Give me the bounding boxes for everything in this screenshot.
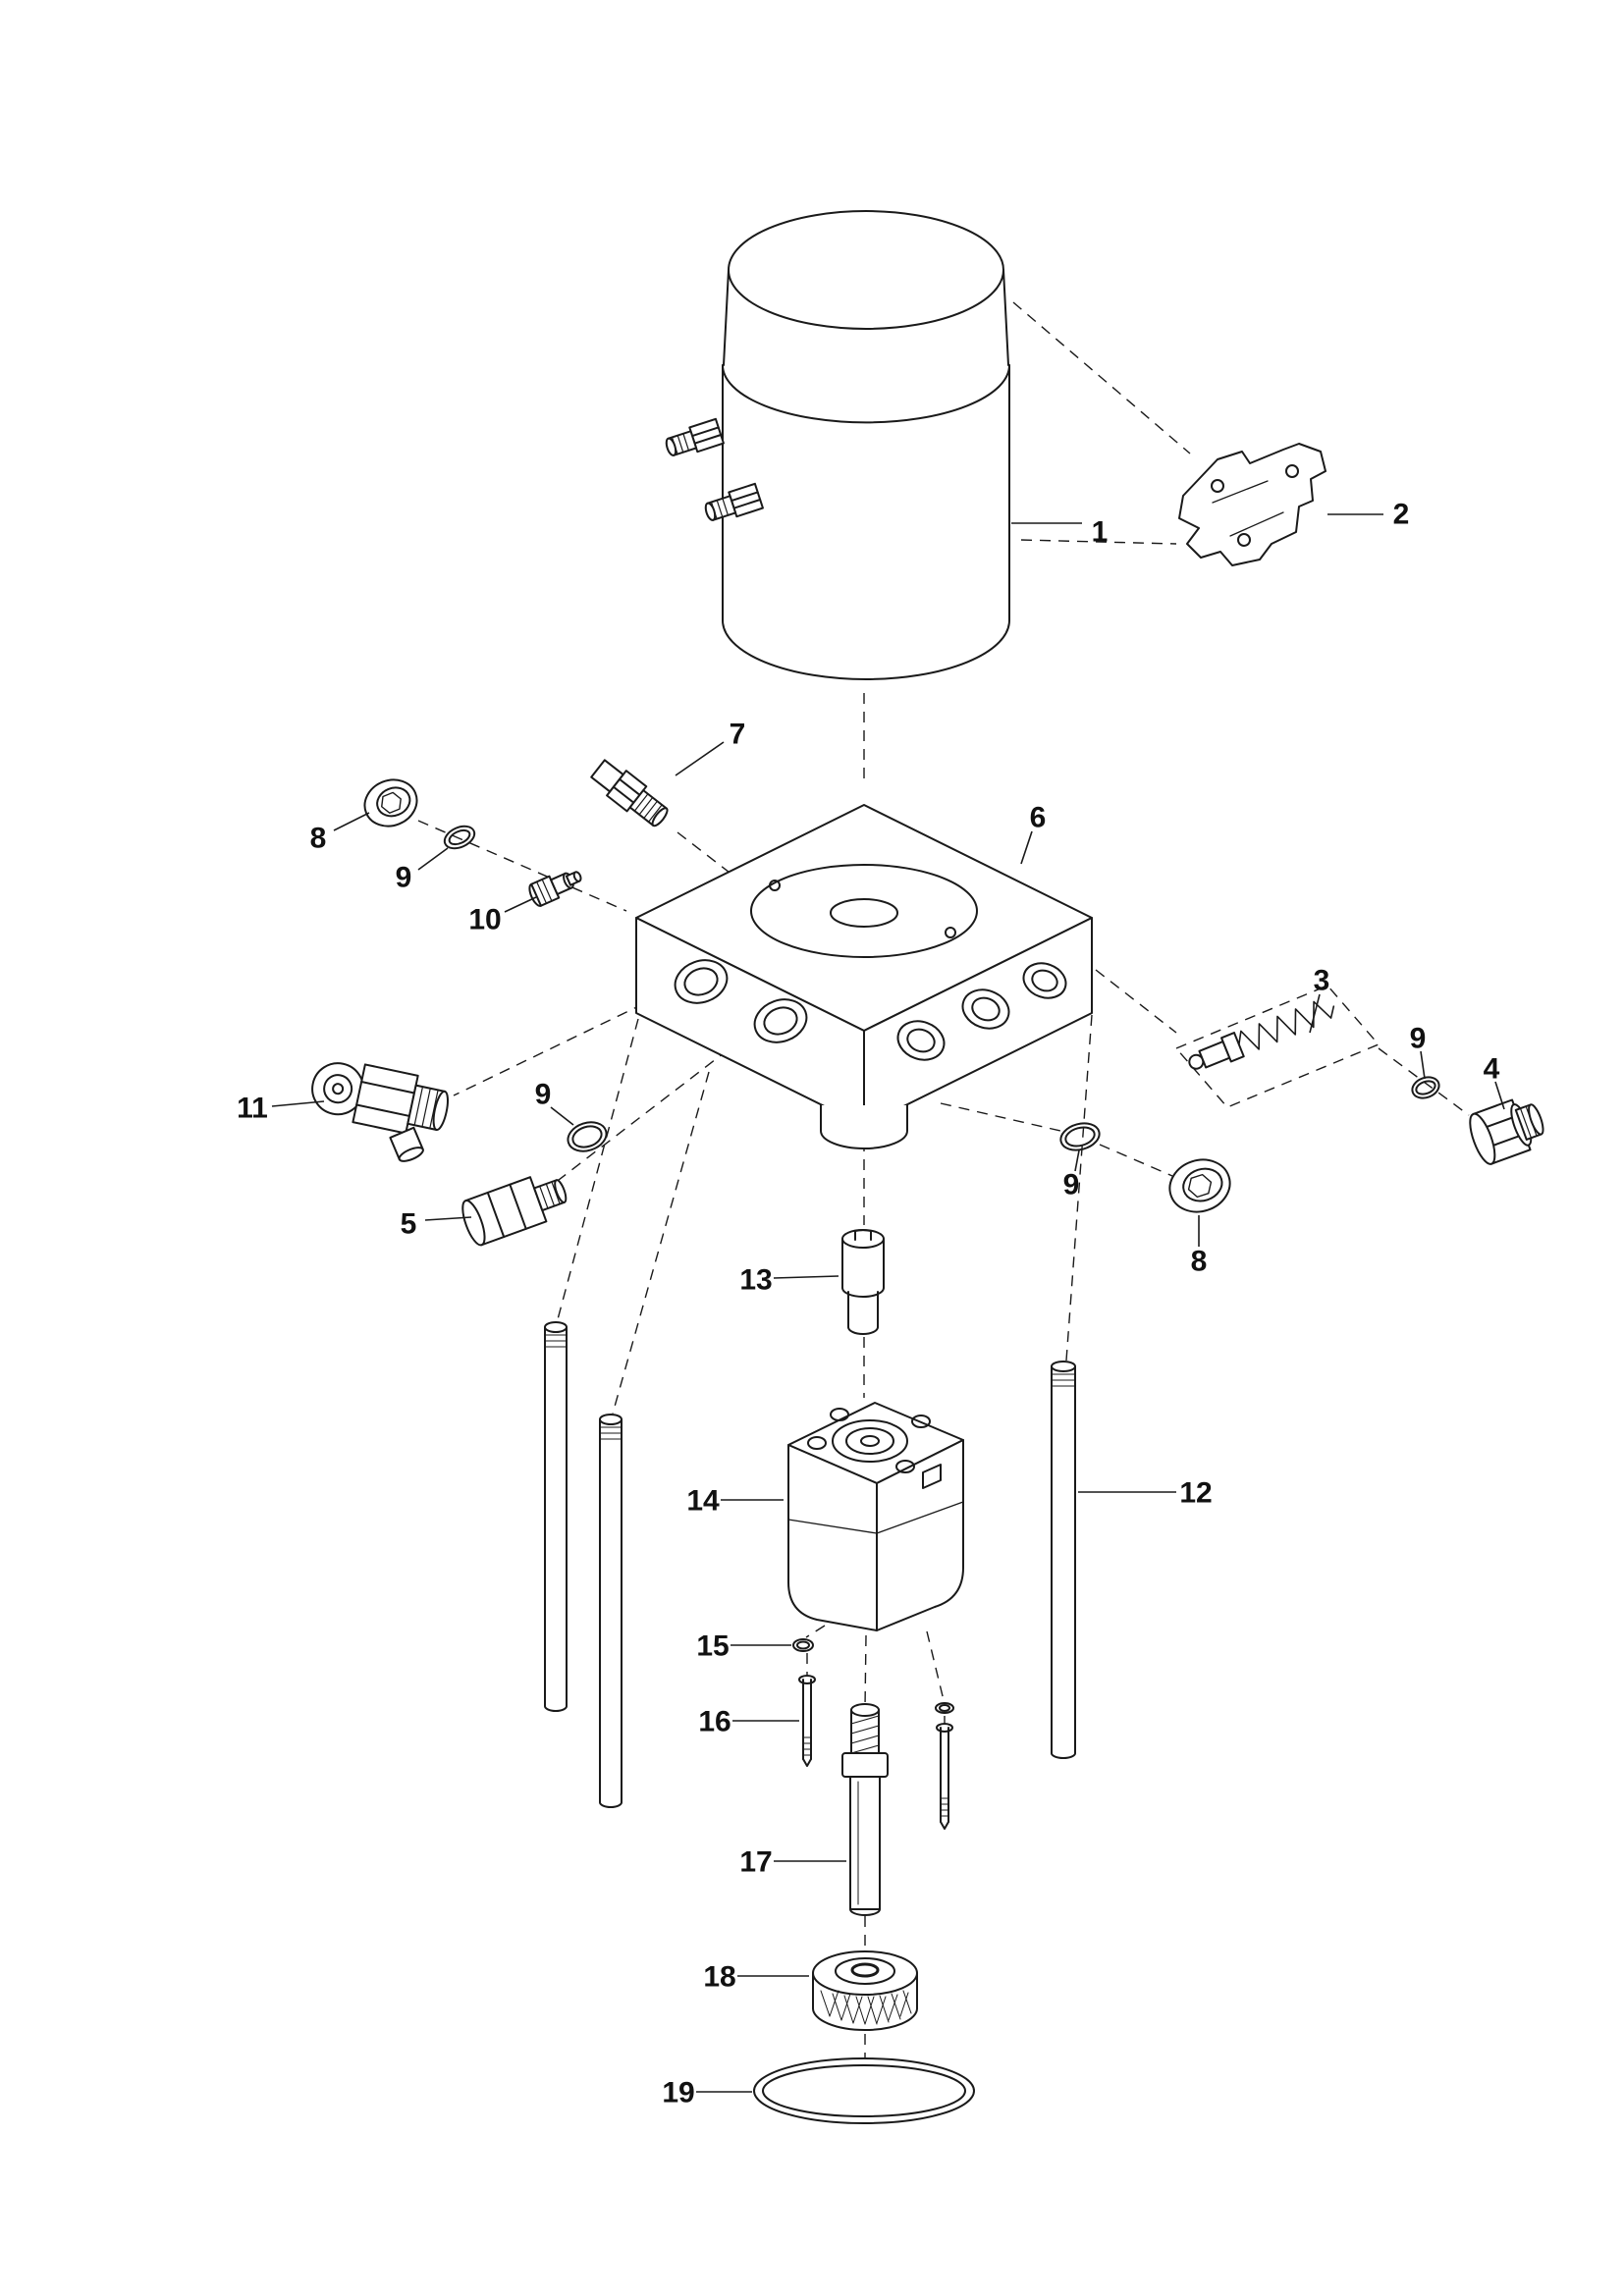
callout-label-17: 17: [739, 1846, 772, 1879]
part-9-oring-right: [1411, 1076, 1440, 1099]
part-4-hex-plug: [1469, 1098, 1544, 1165]
callout-leader-4: [1494, 1081, 1505, 1110]
callout-leader-5: [424, 1216, 472, 1221]
callout-leader-3: [1309, 993, 1321, 1034]
callout-leader-9: [417, 847, 449, 871]
part-2-bracket: [1178, 443, 1326, 566]
callout-leader-7: [675, 741, 725, 776]
callout-label-8: 8: [1191, 1246, 1208, 1278]
block-port-right-1: [896, 1020, 946, 1061]
part-13-coupler: [841, 1229, 885, 1335]
motor-terminal-fitting-upper: [665, 417, 725, 456]
part-1-motor-cylinder: [665, 210, 1010, 680]
callout-label-14: 14: [686, 1485, 720, 1518]
callout-label-6: 6: [1030, 802, 1047, 834]
part-12-tube-right: [1051, 1361, 1076, 1759]
callout-leader-6: [1020, 830, 1033, 865]
callout-leader-9: [1420, 1050, 1426, 1080]
callout-label-4: 4: [1484, 1053, 1500, 1086]
part-16-screw-b: [936, 1723, 953, 1830]
part-5-hex-bolt: [461, 1176, 568, 1247]
callout-label-9: 9: [535, 1079, 552, 1111]
callout-label-12: 12: [1179, 1477, 1212, 1510]
callout-label-2: 2: [1393, 499, 1410, 531]
part-9-oring-upper-left: [443, 825, 476, 850]
callout-label-9: 9: [396, 862, 412, 894]
callout-label-8: 8: [310, 823, 327, 855]
callout-leader-11: [271, 1100, 325, 1107]
part-6-manifold-block: [635, 804, 1093, 1149]
part-12-tube-left: [544, 1321, 568, 1712]
block-bottom-boss: [820, 1104, 908, 1149]
part-9-oring-bottom-center: [1059, 1122, 1101, 1151]
block-port-right-2: [961, 988, 1010, 1030]
callout-leader-9: [1074, 1149, 1080, 1172]
callout-label-5: 5: [401, 1208, 417, 1241]
construction-lines: [417, 301, 1470, 2057]
part-11-valve: [311, 1062, 449, 1162]
callout-label-7: 7: [730, 719, 746, 751]
block-port-left-1: [674, 959, 729, 1004]
part-12-tube-mid: [599, 1414, 623, 1808]
part-14-gear-pump: [787, 1402, 964, 1631]
part-9-oring-mid-left: [567, 1121, 608, 1152]
part-3-valve-cartridge: [1174, 985, 1380, 1108]
callout-label-16: 16: [698, 1706, 731, 1738]
callout-leader-9: [550, 1106, 574, 1126]
part-19-oring-large: [753, 2057, 975, 2124]
small-oring-b: [935, 1702, 954, 1714]
callout-label-1: 1: [1092, 516, 1109, 549]
block-port-left-2: [753, 998, 808, 1043]
callout-label-10: 10: [468, 904, 501, 936]
part-10-fitting: [528, 871, 582, 907]
part-15-oring-small: [792, 1638, 814, 1652]
callout-label-11: 11: [237, 1093, 268, 1125]
callout-label-9: 9: [1063, 1169, 1080, 1201]
part-17-suction-tube: [841, 1703, 889, 1916]
block-port-right-3: [1022, 962, 1067, 999]
callout-label-13: 13: [739, 1264, 772, 1297]
callout-leader-13: [773, 1275, 839, 1279]
callout-label-9: 9: [1410, 1023, 1427, 1055]
valve-side-port: [389, 1126, 424, 1162]
part-8-plug-left: [363, 778, 418, 828]
part-8-plug-right: [1168, 1158, 1231, 1213]
part-16-screw-a: [798, 1675, 816, 1767]
callout-label-3: 3: [1314, 965, 1330, 997]
callout-label-19: 19: [662, 2077, 694, 2109]
callout-leader-10: [504, 896, 537, 913]
callout-leader-8: [333, 812, 370, 831]
motor-terminal-fitting-lower: [704, 482, 764, 521]
part-7-fitting: [590, 759, 669, 828]
callout-label-18: 18: [703, 1961, 735, 1994]
callout-label-15: 15: [696, 1630, 729, 1663]
part-18-filter: [812, 1950, 918, 2031]
